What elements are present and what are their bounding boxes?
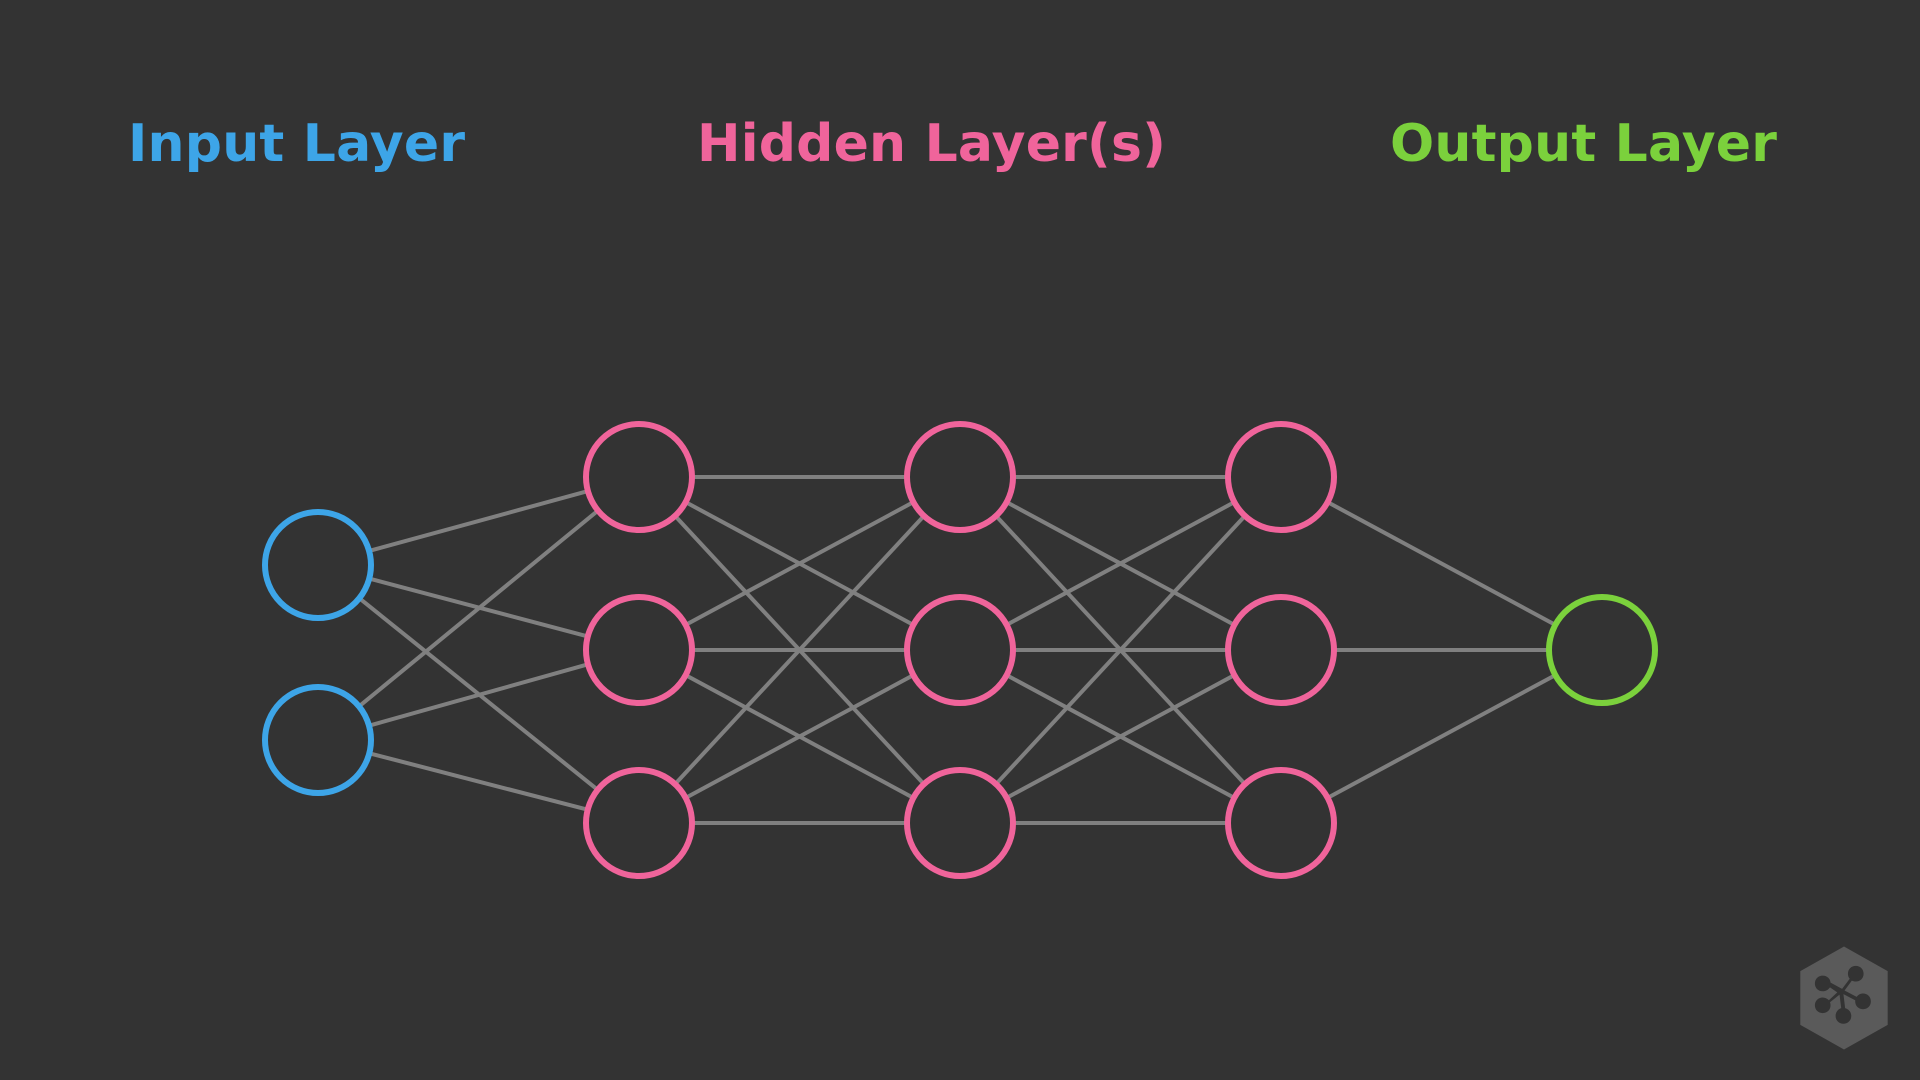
- connection-edge: [368, 489, 589, 553]
- neuron-hexagon-logo-icon: [1800, 946, 1888, 1050]
- connection-edge: [368, 662, 589, 728]
- connection-edge: [357, 509, 600, 708]
- neuron-node-hidden1-2[interactable]: [583, 594, 695, 706]
- connection-edge: [684, 500, 915, 627]
- neuron-node-output-1[interactable]: [1546, 594, 1658, 706]
- connection-edge: [1326, 673, 1557, 800]
- connection-edge: [684, 673, 915, 800]
- connection-edge: [1005, 500, 1236, 627]
- hidden-layer-label: Hidden Layer(s): [697, 114, 1167, 174]
- neuron-node-hidden2-1[interactable]: [904, 421, 1016, 533]
- neuron-node-input-1[interactable]: [262, 509, 374, 621]
- neuron-node-hidden3-3[interactable]: [1225, 767, 1337, 879]
- connection-edge: [1005, 673, 1236, 800]
- input-layer-label: Input Layer: [128, 114, 466, 174]
- neuron-node-input-2[interactable]: [262, 684, 374, 796]
- neuron-node-hidden1-3[interactable]: [583, 767, 695, 879]
- connection-edge: [673, 514, 926, 786]
- connection-edge: [1326, 500, 1557, 627]
- connection-edge: [994, 514, 1247, 786]
- neuron-node-hidden2-2[interactable]: [904, 594, 1016, 706]
- neuron-node-hidden1-1[interactable]: [583, 421, 695, 533]
- neuron-node-hidden2-3[interactable]: [904, 767, 1016, 879]
- neuron-nodes: [262, 421, 1658, 879]
- connection-edges: [357, 475, 1557, 825]
- connection-edge: [368, 751, 589, 812]
- neuron-node-hidden3-2[interactable]: [1225, 594, 1337, 706]
- neuron-node-hidden3-1[interactable]: [1225, 421, 1337, 533]
- output-layer-label: Output Layer: [1390, 114, 1778, 174]
